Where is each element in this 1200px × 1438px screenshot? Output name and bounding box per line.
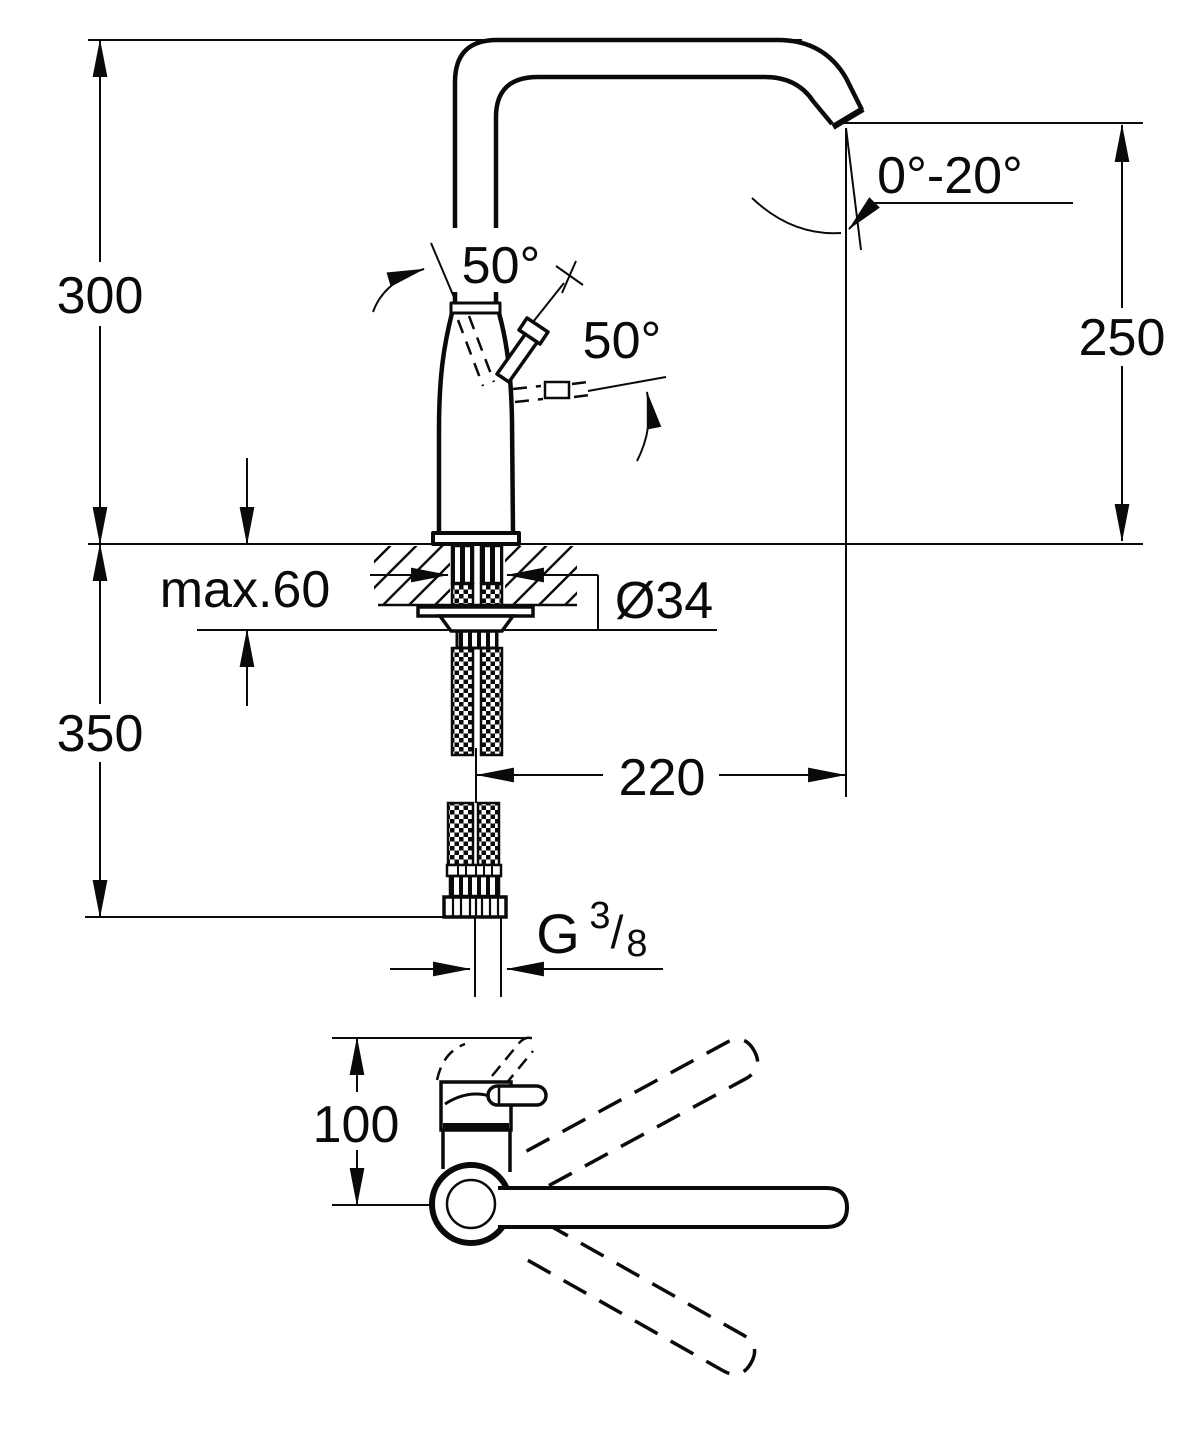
angle-range-label: 0°-20° — [877, 147, 1023, 205]
dim-350-label: 350 — [57, 705, 144, 763]
plan-handle-swing-arc — [435, 1042, 466, 1081]
body-right-edge — [496, 312, 516, 534]
plan-lever-capsule — [486, 1084, 548, 1107]
plan-ghost-handle — [435, 1036, 539, 1086]
hole-diameter-label: Ø34 — [615, 572, 713, 630]
handle-ghost-positions — [456, 315, 591, 404]
plan-spout-arm — [498, 1186, 850, 1229]
ghost-handle-flat-2 — [514, 397, 544, 404]
ghost-handle-cap — [543, 380, 571, 400]
ghost-handle-down-2 — [467, 315, 496, 383]
knockout-300 — [64, 262, 134, 326]
ghost-arm-lower-outline — [524, 1221, 757, 1377]
text-knockouts — [62, 262, 1168, 804]
spout-joint-ring — [449, 301, 502, 315]
ghost-arm-upper-outline — [525, 1037, 760, 1189]
thread-denominator-label: 8 — [626, 923, 647, 965]
countertop-hatch-left — [374, 546, 450, 605]
ghost-handle-flat-3 — [571, 380, 589, 386]
angle-50-side-label: 50° — [583, 312, 662, 370]
dim-250-label: 250 — [1079, 309, 1166, 367]
lever-end-cap — [517, 316, 550, 346]
side-angle-reference-line — [587, 376, 667, 392]
hose-ferrule — [448, 874, 501, 898]
side-angle-arc — [636, 390, 662, 462]
dim-100 — [332, 1036, 532, 1207]
shank-braid-left — [450, 582, 475, 607]
ghost-arm-lower — [524, 1221, 757, 1377]
swivel-annotation — [751, 197, 1073, 235]
connector-nuts — [442, 895, 508, 919]
hose-crimp-band — [445, 863, 503, 878]
dim-300-label: 300 — [57, 267, 144, 325]
plan-body-sides — [441, 1130, 512, 1172]
body-left-edge — [436, 312, 455, 533]
shank-thread-left — [450, 544, 475, 585]
ghost-handle-flat-1 — [512, 384, 542, 391]
handle-side-angle-annotation — [587, 376, 667, 462]
shank-thread-right — [479, 544, 504, 585]
spout-outer-line — [452, 37, 865, 228]
angle-50-upper-label: 50° — [462, 237, 541, 295]
connector-nut-facets — [451, 897, 500, 917]
angle-vertex-mark — [555, 260, 584, 294]
body-base-plate — [431, 531, 521, 546]
ghost-handle-down-1 — [456, 319, 485, 387]
hose-upper-left — [450, 646, 475, 757]
spout-inner-line — [493, 74, 834, 228]
shank-braid-right — [479, 582, 504, 607]
dim-220-label: 220 — [619, 749, 706, 807]
spout-tip-face — [831, 106, 865, 130]
plan-view: 100 — [313, 1036, 850, 1377]
plan-spout-tube-circle — [445, 1178, 497, 1230]
handle-lever — [495, 316, 550, 384]
ghost-handle-flat-4 — [573, 393, 591, 399]
swivel-arc — [751, 197, 842, 235]
mounting-nut — [455, 629, 499, 650]
thread-g-label: G — [536, 902, 580, 965]
mounting-hardware — [416, 544, 535, 650]
plan-ghost-lever-2 — [504, 1050, 534, 1086]
angle-leader-to-lever — [532, 282, 565, 323]
knockout-350 — [62, 704, 138, 762]
mounting-cone — [436, 614, 517, 633]
knockout-220 — [603, 750, 719, 804]
outlet-tilt-line — [845, 127, 862, 251]
thread-numerator-label: 3 — [589, 895, 610, 937]
knockout-250 — [1076, 308, 1168, 366]
swivel-leader-line — [848, 197, 1073, 230]
dim-100-label: 100 — [313, 1096, 400, 1154]
ghost-arm-upper — [525, 1037, 760, 1189]
countertop-hatch-right — [505, 546, 577, 605]
hose-lower-right — [476, 801, 501, 867]
side-view: 300 350 250 0°-20° 50° 50° max.60 Ø34 22… — [57, 37, 1168, 997]
hose-lower-left — [446, 801, 475, 867]
thread-slash-label: / — [611, 906, 624, 958]
max-deck-thickness-label: max.60 — [160, 561, 331, 619]
faucet-outline — [431, 37, 865, 546]
plan-ghost-lever-1 — [491, 1041, 521, 1077]
hose-upper-right — [479, 646, 504, 757]
thread-size-label: G 3 / 8 — [536, 895, 647, 965]
crimp-band-marks — [457, 865, 493, 876]
plan-body — [435, 1036, 548, 1172]
plan-lever — [486, 1084, 548, 1107]
thread-tails — [474, 917, 502, 997]
countertop-section — [374, 546, 577, 607]
supply-hoses — [442, 646, 508, 997]
handle-angle-arc — [372, 268, 426, 313]
